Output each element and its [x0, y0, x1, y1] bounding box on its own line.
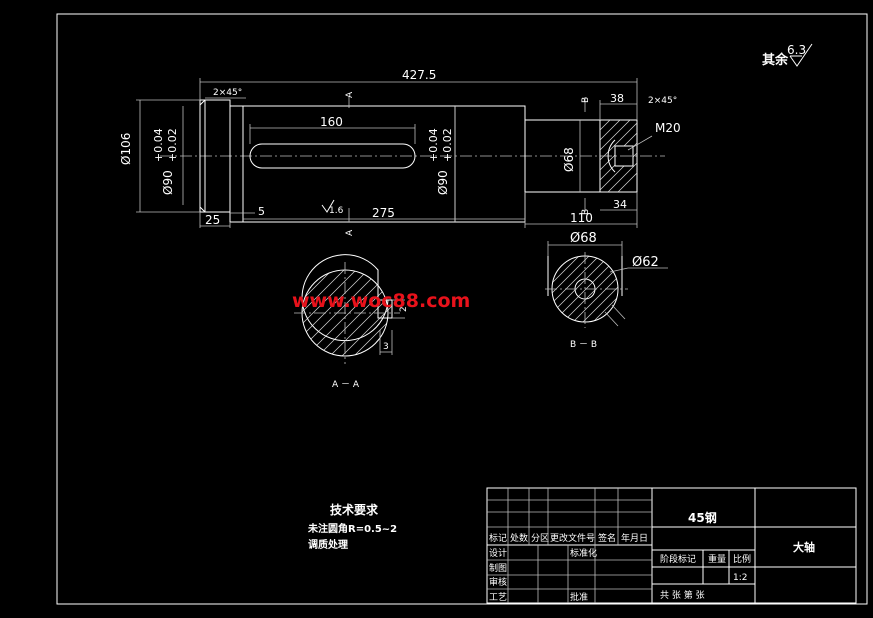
dim-keyway-length: 160 [320, 115, 343, 129]
dim-dia-62: Ø62 [632, 255, 659, 270]
roughness-symbol-icon [789, 43, 813, 67]
roughness-1-6-icon [321, 199, 335, 213]
stage-header: 阶段标记 [660, 553, 696, 565]
row-label-design: 设计 [489, 547, 507, 559]
dim-dia-90-center: Ø90 [436, 170, 450, 195]
material-label: 45钢 [688, 510, 717, 525]
section-aa-keyway [377, 299, 393, 319]
dim-len-34: 34 [613, 198, 627, 211]
dim-tol-lower-center: +0.02 [441, 128, 454, 162]
tech-req-line2: 调质处理 [308, 538, 348, 551]
drawing-frame [56, 13, 868, 605]
roughness-prefix: 其余 [762, 52, 789, 68]
main-shaft-view [160, 99, 665, 223]
section-bb-label: B － B [570, 340, 597, 350]
dim-len-25: 25 [205, 213, 220, 227]
dim-key-depth: 3 [383, 342, 389, 352]
scale-value: 1:2 [733, 573, 747, 583]
scale-header: 比例 [733, 553, 751, 565]
row-label-review: 审核 [489, 576, 507, 588]
tech-req-line1: 未注圆角R=0.5~2 [307, 522, 397, 535]
rev-header-5: 年月日 [621, 532, 648, 544]
dim-tol-lower-left: +0.02 [166, 128, 179, 162]
dim-bottom-dia-68: Ø68 [570, 231, 597, 246]
section-68 [524, 119, 638, 193]
dim-dia-106: Ø106 [119, 133, 133, 165]
thread-bore [614, 145, 634, 167]
surface-roughness-note: 其余 6.3 [762, 43, 813, 68]
section-bb-view: Ø62 B － B [545, 252, 668, 350]
section-mark-a-top: A [345, 91, 355, 98]
dim-len-110: 110 [570, 211, 593, 225]
dim-dia-68: Ø68 [562, 147, 576, 172]
dim-roughness-16: 1.6 [329, 206, 344, 216]
row-label-drafting: 制图 [489, 562, 507, 574]
sheet-info: 共 张 第 张 [660, 589, 705, 601]
row-extra-standard: 标准化 [570, 547, 597, 559]
dim-chamfer-left: 2×45° [213, 88, 242, 98]
dim-len-5: 5 [258, 205, 265, 218]
section-marks: A A B B [345, 91, 591, 236]
tech-req-title: 技术要求 [330, 502, 379, 517]
rev-header-4: 签名 [598, 532, 616, 544]
title-block: 标记 处数 分区 更改文件号 签名 年月日 设计 标准化 制图 审核 工艺 批准… [486, 487, 857, 604]
rev-header-0: 标记 [489, 532, 507, 544]
dim-thread-m20: M20 [655, 121, 681, 135]
dim-tol-upper-left: +0.04 [152, 128, 165, 162]
dim-tol-upper-center: +0.04 [427, 128, 440, 162]
row-extra-approve: 批准 [570, 591, 588, 603]
thread-arc [607, 139, 616, 173]
section-mark-b-bottom: B [581, 209, 591, 215]
dimensions: 427.5 2×45° Ø106 Ø90 +0.04 +0.02 160 Ø90… [119, 68, 681, 262]
dim-key-width: 2 [399, 306, 409, 312]
tech-requirements: 技术要求 未注圆角R=0.5~2 调质处理 [307, 502, 397, 551]
roughness-value: 6.3 [787, 43, 806, 57]
watermark: www.woc88.com [292, 290, 470, 312]
rev-header-2: 分区 [531, 533, 549, 544]
part-name: 大轴 [793, 540, 815, 554]
dim-dia-90-left: Ø90 [161, 170, 175, 195]
section-90 [229, 105, 526, 223]
rev-header-1: 处数 [510, 532, 528, 544]
section-aa-view: 2 3 A － A [294, 254, 409, 390]
section-aa-label: A － A [332, 380, 360, 390]
section-mark-b-top: B [581, 97, 591, 103]
dim-len-38: 38 [610, 92, 624, 105]
rev-header-3: 更改文件号 [550, 532, 595, 544]
row-label-process: 工艺 [489, 592, 507, 603]
dim-chamfer-right: 2×45° [648, 96, 677, 106]
dim-len-275: 275 [372, 206, 395, 220]
dim-overall-length: 427.5 [402, 68, 436, 82]
section-mark-a-bottom: A [345, 229, 355, 236]
weight-header: 重量 [708, 553, 726, 565]
keyway-slot [249, 143, 416, 169]
